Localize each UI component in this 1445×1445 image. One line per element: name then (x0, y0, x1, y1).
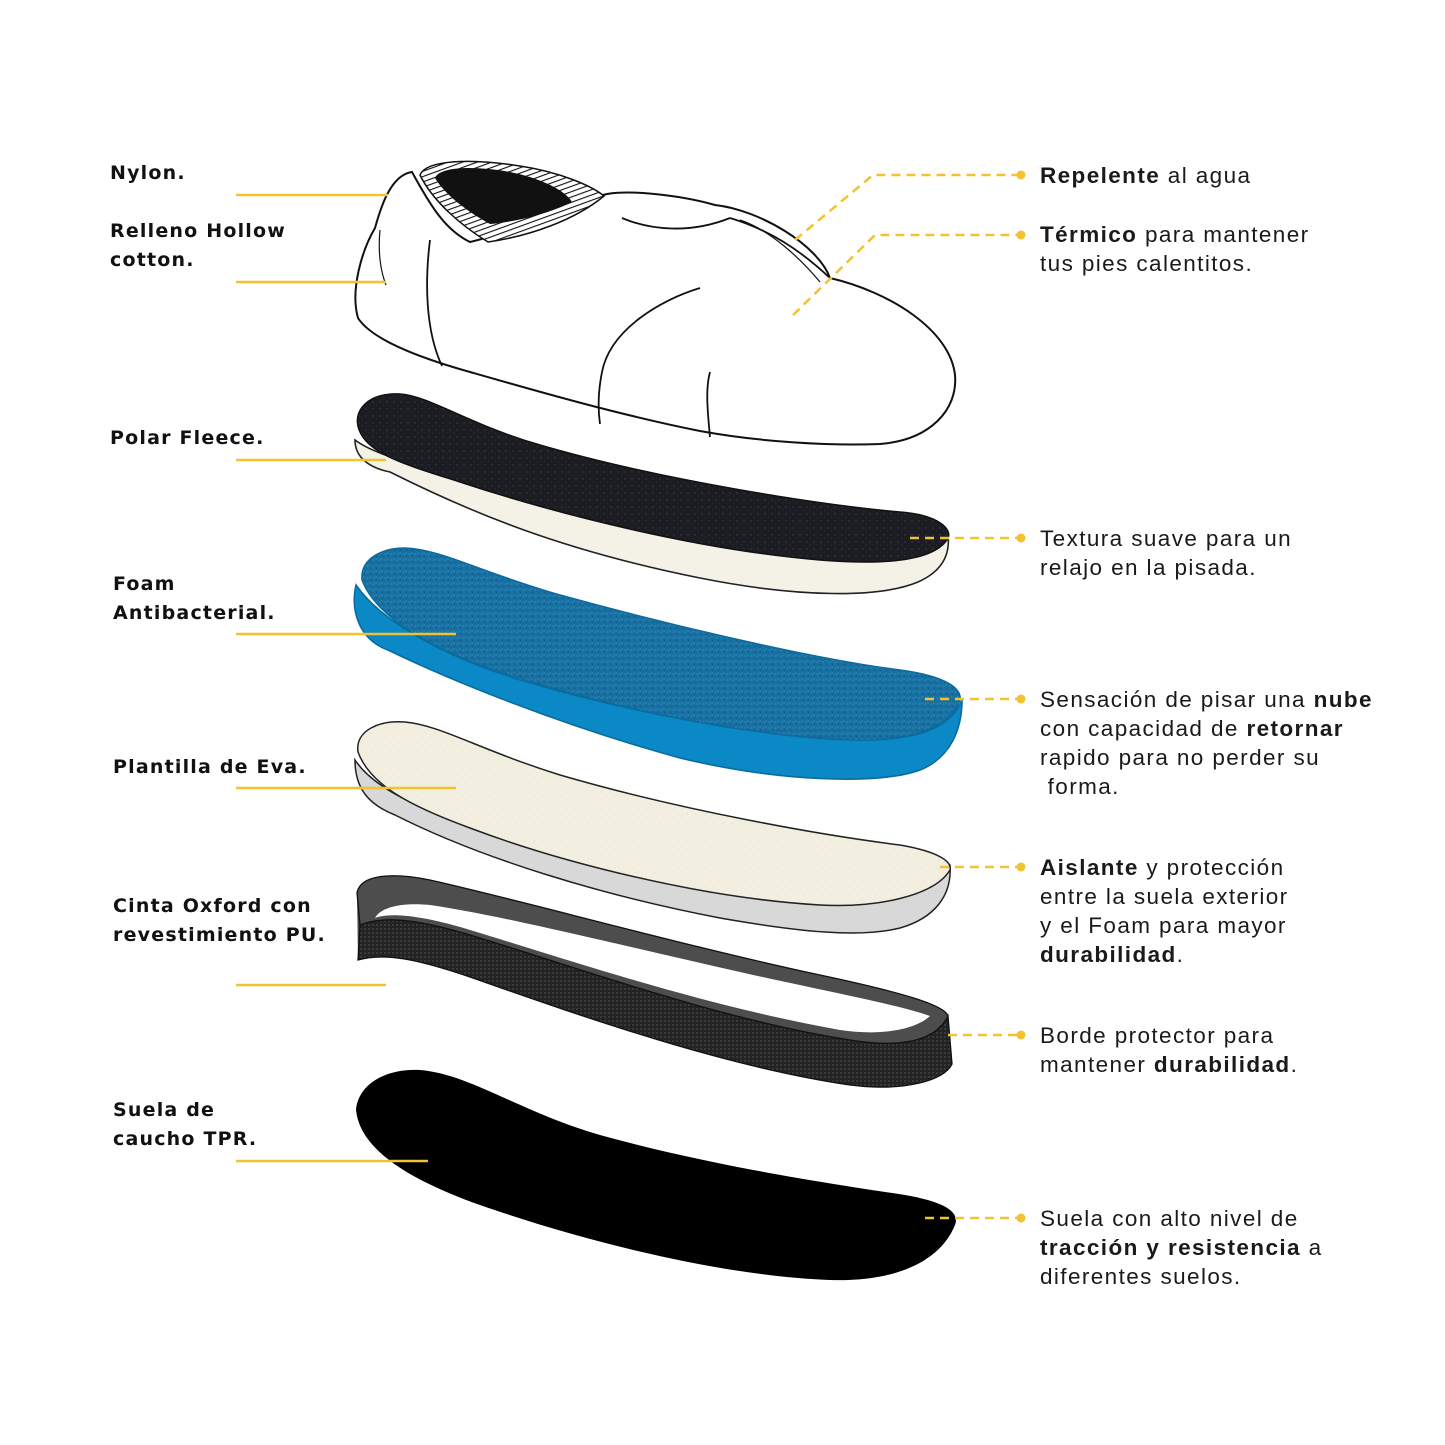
note-borde-period: . (1290, 1052, 1299, 1077)
note-aislante-durabilidad: durabilidad (1040, 942, 1177, 967)
opening (435, 168, 572, 224)
label-eva-line-1: Plantilla de Eva. (113, 756, 307, 778)
leader-dots (1016, 170, 1026, 1223)
note-repelente-rest: al agua (1160, 163, 1252, 188)
label-suela-caucho: Suela de caucho TPR. (113, 1096, 257, 1154)
label-relleno-line-1: Relleno Hollow (110, 220, 287, 242)
note-suela-traccion: tracción y resistencia (1040, 1235, 1301, 1260)
note-sensacion-l1a: Sensación de pisar una (1040, 687, 1314, 712)
note-suela-line-1: Suela con alto nivel de (1040, 1206, 1299, 1231)
note-aislante: Aislante y protección entre la suela ext… (1040, 853, 1289, 969)
label-polar-fleece: Polar Fleece. (110, 424, 265, 453)
label-foam-line-1: Foam (113, 573, 176, 595)
note-sensacion: Sensación de pisar una nube con capacida… (1040, 685, 1373, 801)
note-termico-rest: para mantener (1137, 222, 1310, 247)
note-suela-l2b: a (1300, 1235, 1323, 1260)
label-oxford-line-2: revestimiento PU. (113, 924, 326, 946)
note-aislante-rest: y protección (1138, 855, 1285, 880)
label-oxford-line-1: Cinta Oxford con (113, 895, 312, 917)
note-repelente: Repelente al agua (1040, 161, 1251, 190)
note-textura-line-2: relajo en la pisada. (1040, 555, 1257, 580)
note-aislante-strong: Aislante (1040, 855, 1139, 880)
label-polar-line-1: Polar Fleece. (110, 427, 265, 449)
label-nylon: Nylon. (110, 159, 186, 188)
note-borde-durabilidad: durabilidad (1153, 1052, 1291, 1077)
note-aislante-line-2: entre la suela exterior (1040, 884, 1289, 909)
right-leader-lines (792, 173, 1020, 1220)
note-termico: Térmico para mantener tus pies calentito… (1040, 220, 1310, 278)
eva-insole-layer (354, 721, 951, 934)
slipper-upper (354, 160, 957, 446)
note-termico-line-2: tus pies calentitos. (1040, 251, 1254, 276)
note-sensacion-nube: nube (1313, 687, 1373, 712)
note-aislante-line-3: y el Foam para mayor (1040, 913, 1287, 938)
note-sensacion-l2a: con capacidad de (1040, 716, 1247, 741)
oxford-band-layer (356, 875, 953, 1088)
note-sensacion-retornar: retornar (1246, 716, 1344, 741)
label-plantilla-eva: Plantilla de Eva. (113, 753, 307, 782)
note-termico-strong: Térmico (1040, 222, 1138, 247)
label-foam: Foam Antibacterial. (113, 570, 276, 628)
note-repelente-strong: Repelente (1040, 163, 1161, 188)
label-relleno-line-2: cotton. (110, 249, 195, 271)
label-nylon-line-1: Nylon. (110, 162, 186, 184)
note-sensacion-line-3: rapido para no perder su (1040, 745, 1321, 770)
label-suela-line-2: caucho TPR. (113, 1128, 258, 1150)
note-borde-line-1: Borde protector para (1040, 1023, 1275, 1048)
label-suela-line-1: Suela de (113, 1099, 216, 1121)
note-sensacion-line-4: forma. (1040, 774, 1120, 799)
foam-layer (353, 547, 963, 780)
note-textura: Textura suave para un relajo en la pisad… (1040, 524, 1292, 582)
note-borde-l2a: mantener (1040, 1052, 1154, 1077)
label-relleno-hollow: Relleno Hollow cotton. (110, 217, 286, 275)
note-aislante-period: . (1176, 942, 1185, 967)
note-borde: Borde protector para mantener durabilida… (1040, 1021, 1298, 1079)
left-leader-lines (236, 193, 456, 1163)
note-suela: Suela con alto nivel de tracción y resis… (1040, 1204, 1323, 1291)
polar-fleece-layer (354, 393, 950, 595)
note-textura-line-1: Textura suave para un (1040, 526, 1293, 551)
label-foam-line-2: Antibacterial. (113, 602, 276, 624)
rubber-sole-layer (356, 1069, 956, 1281)
note-suela-line-3: diferentes suelos. (1040, 1264, 1242, 1289)
label-cinta-oxford: Cinta Oxford con revestimiento PU. (113, 892, 326, 950)
